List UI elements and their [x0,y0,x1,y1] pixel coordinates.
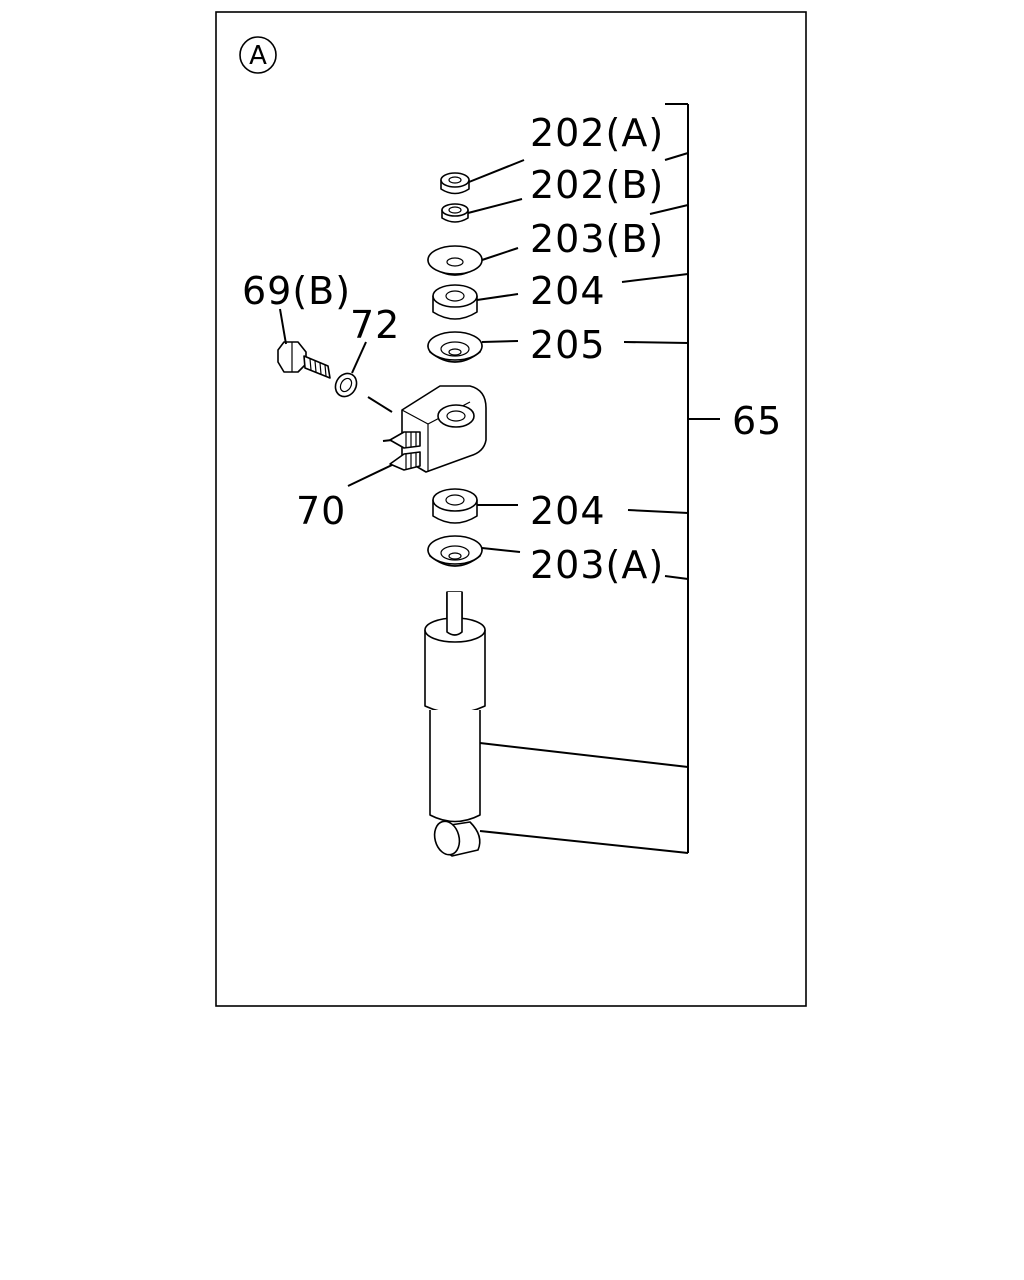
view-marker: A [239,36,277,74]
callout-202a: 202(A) [530,111,664,155]
callout-203a: 203(A) [530,543,664,587]
bushing-204-bottom [432,488,518,524]
washer-205 [427,331,519,363]
callout-202b: 202(B) [530,163,664,207]
diagram-frame [215,11,807,1007]
washer-203a [427,535,521,567]
callout-205: 205 [530,323,606,367]
callout-72: 72 [350,303,400,347]
shock-absorber [424,591,486,857]
washer-72 [334,341,367,398]
callout-203b: 203(B) [530,217,664,261]
bolt-69b [277,308,331,379]
view-marker-label: A [249,41,267,71]
callout-65: 65 [732,399,782,443]
nut-202a [440,159,525,195]
bushing-204-top [432,284,519,320]
callout-70: 70 [296,489,346,533]
washer-203b [427,245,519,276]
callout-204-top: 204 [530,269,606,313]
callout-69b: 69(B) [242,269,351,313]
assembly-bracket-65 [479,103,720,854]
bracket-70 [347,385,487,487]
callout-204-bottom: 204 [530,489,606,533]
nut-202b [441,198,523,223]
